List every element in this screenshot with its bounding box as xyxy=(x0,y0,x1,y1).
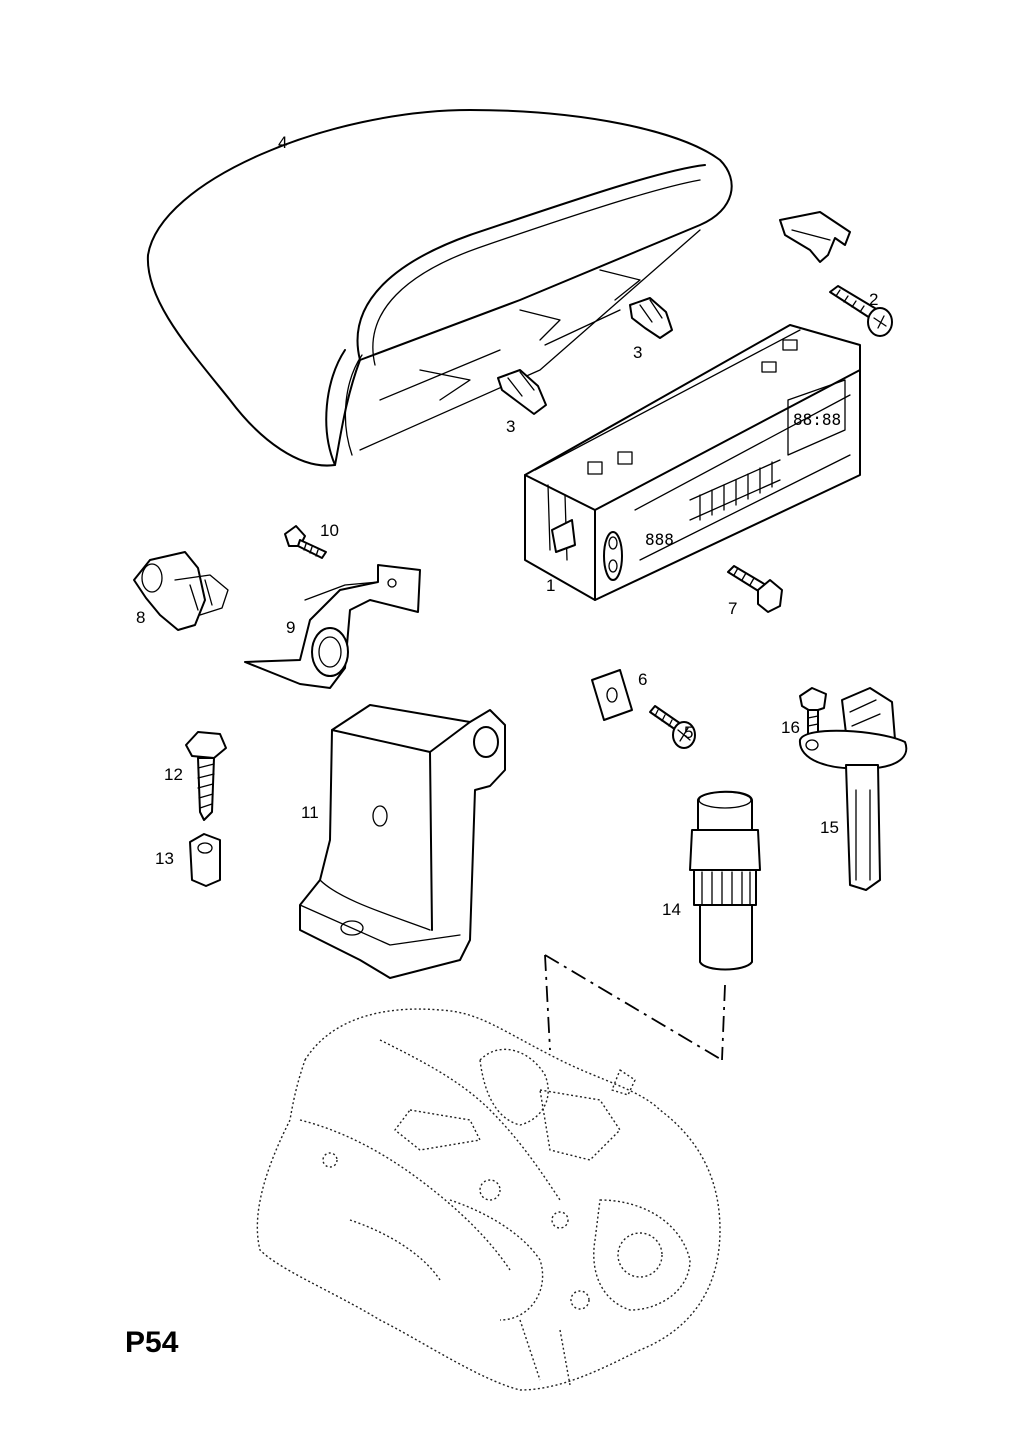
callout-3a: 3 xyxy=(633,343,642,362)
callout-6: 6 xyxy=(638,670,647,689)
leader-lines xyxy=(544,954,726,1061)
screw-part-5 xyxy=(649,705,696,749)
callout-5: 5 xyxy=(684,723,693,742)
callout-4: 4 xyxy=(278,133,287,152)
page-code: P54 xyxy=(125,1326,179,1359)
grommet-part-8 xyxy=(133,551,229,631)
callout-1: 1 xyxy=(546,576,555,595)
gearbox-housing xyxy=(256,1008,721,1391)
callout-3b: 3 xyxy=(506,417,515,436)
callout-12: 12 xyxy=(164,765,183,784)
nut-part-13 xyxy=(189,833,221,887)
callout-13: 13 xyxy=(155,849,174,868)
callout-10: 10 xyxy=(320,521,339,540)
bolt-part-12 xyxy=(185,731,227,821)
callout-16: 16 xyxy=(781,718,800,737)
cluster-left-readout: 888 xyxy=(645,530,674,549)
callout-2: 2 xyxy=(869,290,878,309)
cluster-clock-readout: 88:88 xyxy=(793,410,841,429)
screw-part-7 xyxy=(727,565,783,613)
instrument-cluster-part-1: 88:88 888 xyxy=(524,324,861,601)
bulb-holder-part-3b xyxy=(497,369,547,415)
bracket-part-9 xyxy=(244,564,421,689)
screw-part-2 xyxy=(829,285,893,337)
screw-part-10 xyxy=(284,525,327,559)
speedo-drive-part-14 xyxy=(689,790,761,971)
callout-7: 7 xyxy=(728,599,737,618)
speed-sensor-part-15 xyxy=(798,687,908,891)
support-bracket-part-11 xyxy=(299,704,506,979)
speed-nut-part-6 xyxy=(591,669,633,721)
callout-14: 14 xyxy=(662,900,681,919)
bulb-holder-part-3a xyxy=(629,297,673,339)
callout-8: 8 xyxy=(136,608,145,627)
callout-9: 9 xyxy=(286,618,295,637)
callout-15: 15 xyxy=(820,818,839,837)
retaining-clip xyxy=(779,211,851,263)
callout-11: 11 xyxy=(301,803,319,822)
instrument-cowl-part-4 xyxy=(146,109,733,467)
